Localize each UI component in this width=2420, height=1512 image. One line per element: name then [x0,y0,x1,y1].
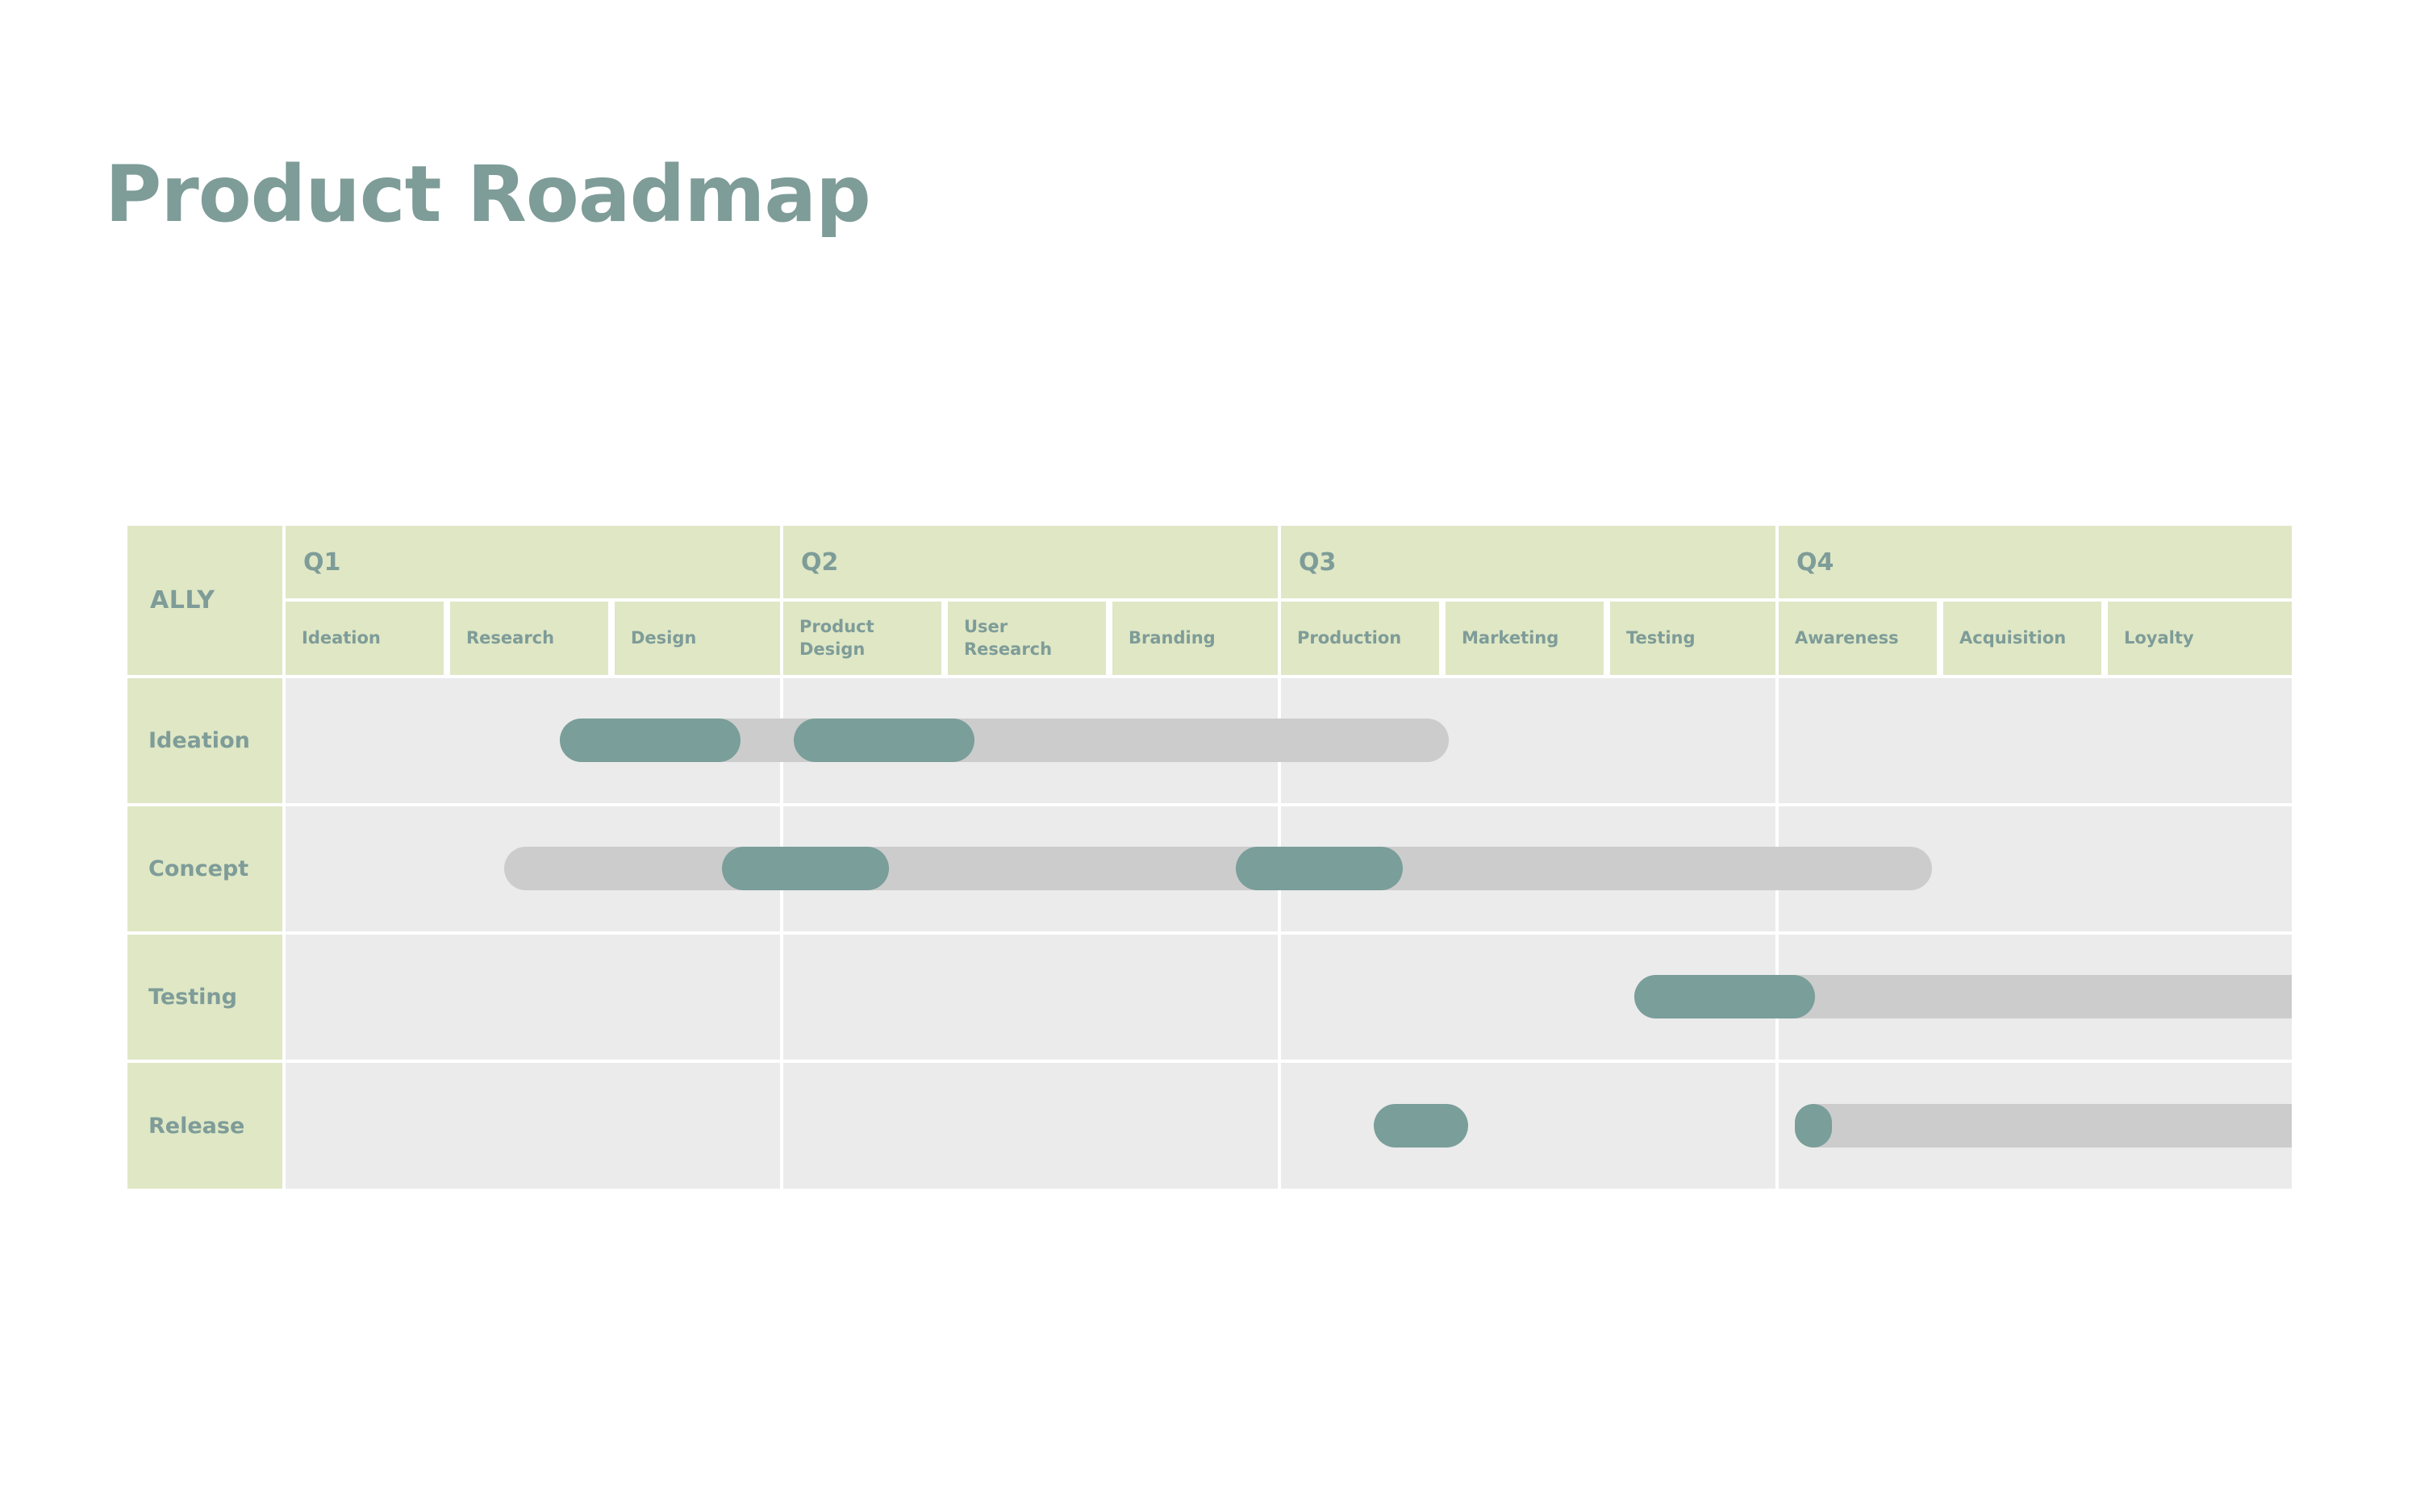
sub-header-user-research[interactable]: User Research [948,602,1106,675]
corner-header-cell: ALLY [127,526,282,675]
sub-header-label: Research [466,627,555,648]
sub-header-label: Production [1297,627,1402,648]
sub-header-label: Marketing [1462,627,1559,648]
row-label-text: Testing [148,985,237,1010]
sub-header-branding[interactable]: Branding [1112,602,1278,675]
sub-header-label: Branding [1129,627,1216,648]
sub-header-label: Loyalty [2124,627,2194,648]
sub-header-label: Product Design [799,616,874,659]
quarter-header-q1: Q1 [286,526,780,598]
sub-header-label: Awareness [1795,627,1899,648]
body-cell [286,1063,780,1189]
quarter-header-q2: Q2 [783,526,1278,598]
gantt-progress-release-1[interactable] [1795,1104,1832,1148]
quarter-header-q4: Q4 [1779,526,2292,598]
sub-header-testing[interactable]: Testing [1610,602,1775,675]
gantt-progress-testing-1[interactable] [1634,975,1815,1018]
sub-header-label: Acquisition [1959,627,2067,648]
row-label-text: Ideation [148,728,250,753]
page-title: Product Roadmap [105,149,871,240]
row-label-text: Concept [148,856,249,881]
gantt-track-release[interactable] [1795,1104,2292,1148]
row-label-release[interactable]: Release [127,1063,282,1189]
roadmap-table: ALLY Q1 Q2 Q3 Q4 Ideation Research Desig… [127,526,2292,1189]
sub-header-production[interactable]: Production [1281,602,1439,675]
gantt-progress-ideation-1[interactable] [560,719,741,762]
body-cell [783,1063,1278,1189]
sub-header-label: User Research [964,616,1053,659]
row-label-testing[interactable]: Testing [127,935,282,1060]
gantt-bars-layer [282,675,2292,1189]
quarter-label-q1: Q1 [303,548,341,577]
row-label-text: Release [148,1113,245,1139]
body-cell [783,935,1278,1060]
row-label-ideation[interactable]: Ideation [127,678,282,803]
row-label-concept[interactable]: Concept [127,806,282,931]
quarter-label-q3: Q3 [1299,548,1337,577]
gantt-progress-concept-1[interactable] [722,847,889,890]
sub-header-loyalty[interactable]: Loyalty [2108,602,2292,675]
quarter-label-q4: Q4 [1796,548,1834,577]
gantt-progress-concept-2[interactable] [1236,847,1403,890]
sub-header-marketing[interactable]: Marketing [1446,602,1604,675]
sub-header-label: Design [631,627,697,648]
gantt-milestone-release[interactable] [1374,1104,1468,1148]
sub-header-research[interactable]: Research [450,602,608,675]
quarter-header-q3: Q3 [1281,526,1775,598]
sub-header-label: Ideation [302,627,381,648]
sub-header-ideation[interactable]: Ideation [286,602,444,675]
quarter-label-q2: Q2 [801,548,839,577]
gantt-progress-ideation-2[interactable] [794,719,974,762]
body-cell [1779,678,2292,803]
sub-header-label: Testing [1626,627,1696,648]
gantt-track-concept[interactable] [504,847,1932,890]
sub-header-design[interactable]: Design [615,602,780,675]
sub-header-awareness[interactable]: Awareness [1779,602,1937,675]
sub-header-acquisition[interactable]: Acquisition [1943,602,2101,675]
body-cell [1281,1063,1775,1189]
sub-header-product-design[interactable]: Product Design [783,602,941,675]
body-cell [286,935,780,1060]
corner-header-label: ALLY [150,586,215,614]
